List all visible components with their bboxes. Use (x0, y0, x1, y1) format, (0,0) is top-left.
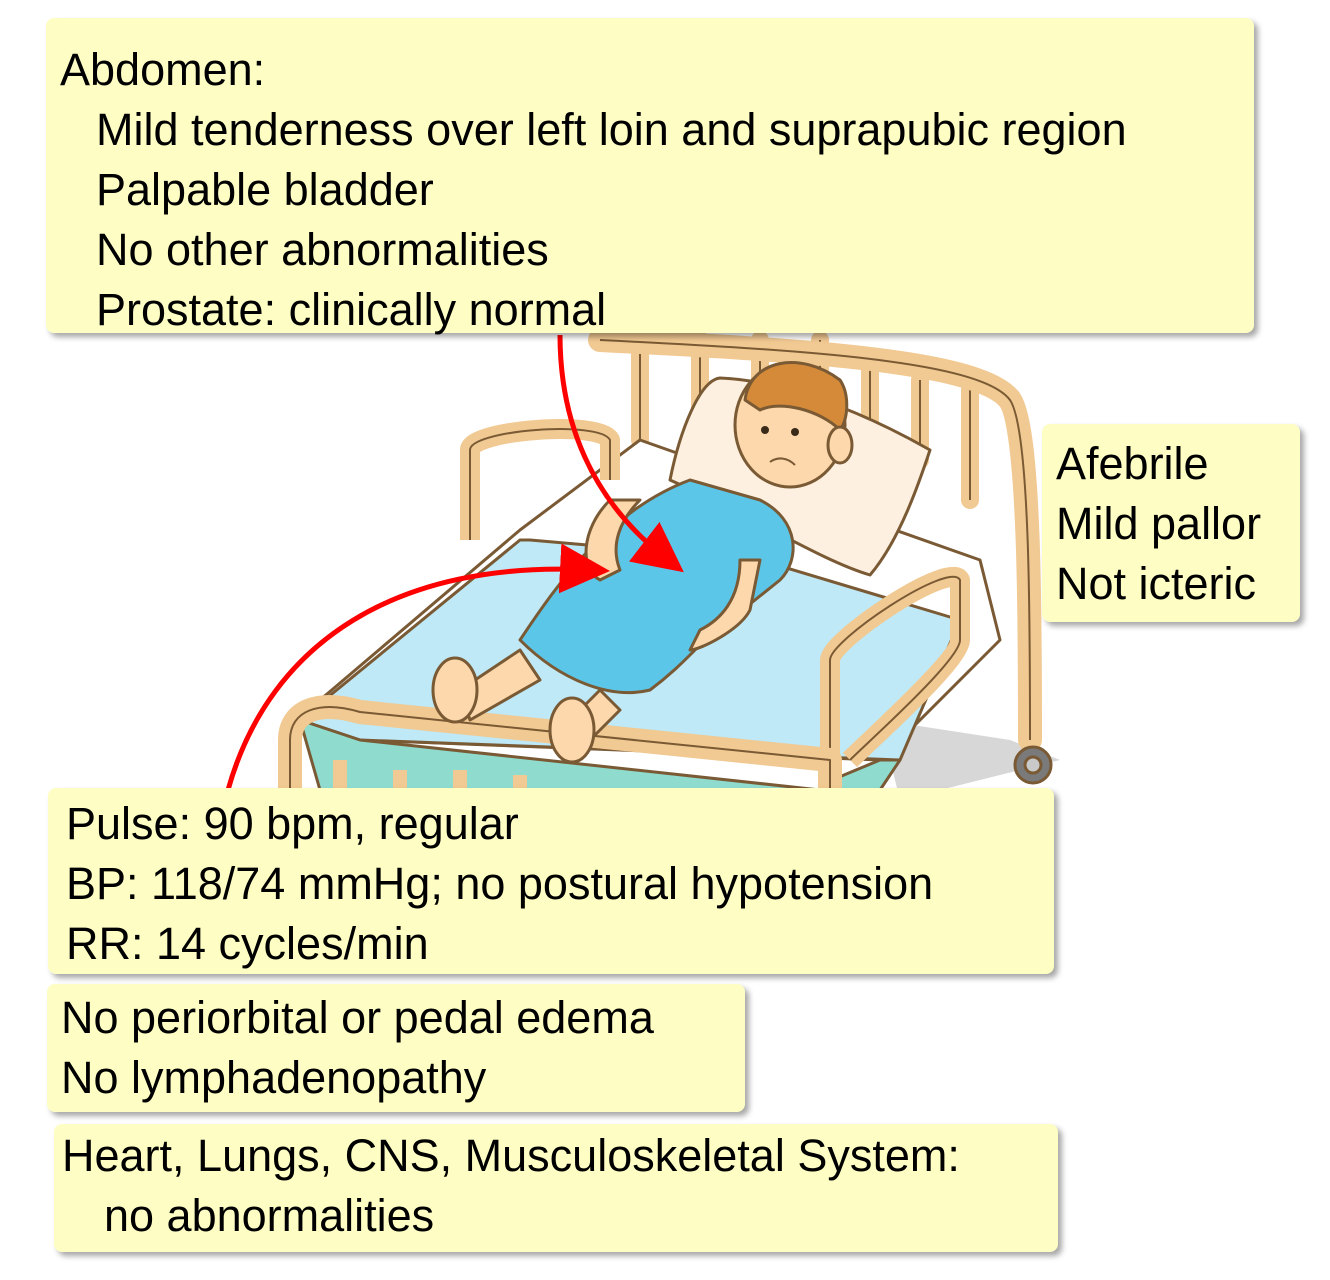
systems-heading: Heart, Lungs, CNS, Musculoskeletal Syste… (62, 1130, 960, 1181)
vitals-bp: BP: 118/74 mmHg; no postural hypotension (66, 858, 934, 909)
abdomen-line-3: No other abnormalities (96, 224, 549, 275)
systems-detail: no abnormalities (104, 1190, 435, 1241)
vitals-pulse: Pulse: 90 bpm, regular (66, 798, 519, 849)
abdomen-line-1: Mild tenderness over left loin and supra… (96, 104, 1127, 155)
vitals-rr: RR: 14 cycles/min (66, 918, 429, 969)
general-line-2: Mild pallor (1056, 498, 1262, 549)
abdomen-note: Abdomen: Mild tenderness over left loin … (46, 18, 1254, 335)
vitals-note: Pulse: 90 bpm, regular BP: 118/74 mmHg; … (48, 788, 1054, 974)
edema-line-1: No periorbital or pedal edema (61, 992, 654, 1043)
abdomen-line-2: Palpable bladder (96, 164, 434, 215)
general-line-1: Afebrile (1056, 438, 1209, 489)
systems-note: Heart, Lungs, CNS, Musculoskeletal Syste… (54, 1124, 1058, 1252)
abdomen-heading: Abdomen: (60, 44, 266, 95)
patient (431, 361, 854, 764)
vitals-arrow (225, 543, 610, 791)
abdomen-arrow (557, 334, 684, 573)
edema-note: No periorbital or pedal edema No lymphad… (47, 984, 745, 1112)
abdomen-line-4: Prostate: clinically normal (96, 284, 607, 335)
general-line-3: Not icteric (1056, 558, 1257, 609)
edema-line-2: No lymphadenopathy (61, 1052, 487, 1103)
general-findings-note: Afebrile Mild pallor Not icteric (1042, 424, 1300, 622)
